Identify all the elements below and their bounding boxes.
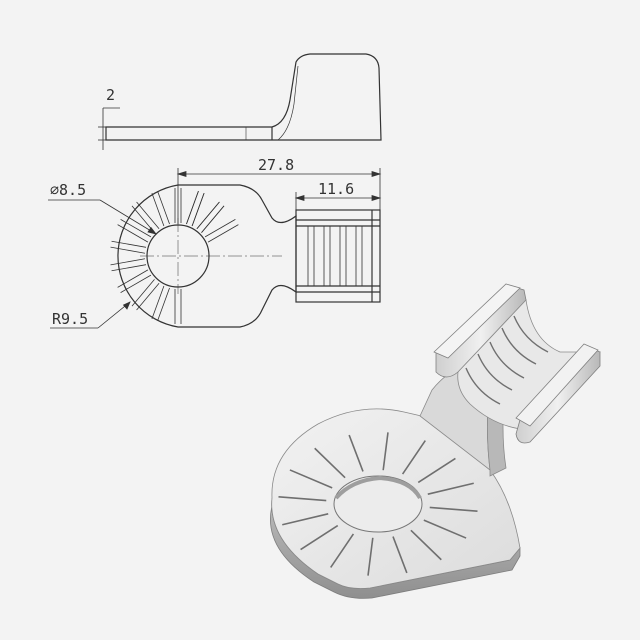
- barrel-serration: [465, 367, 501, 405]
- iso-serrations: [278, 432, 478, 576]
- iso-serration-line: [423, 519, 467, 539]
- iso-serration-line: [330, 533, 355, 568]
- serration-line: [117, 224, 149, 243]
- barrel-serration: [501, 327, 537, 365]
- barrel-length-label: 11.6: [318, 180, 354, 198]
- serration-line: [151, 285, 165, 320]
- iso-serration-line: [282, 513, 329, 526]
- serration-line: [120, 219, 152, 238]
- iso-serration-line: [314, 447, 346, 479]
- isometric-view: [270, 283, 601, 599]
- barrel-serration: [513, 315, 549, 353]
- barrel-right-top: [515, 343, 599, 427]
- side-view: [105, 53, 382, 141]
- ring-radius-label: R9.5: [52, 310, 88, 328]
- serration-line: [110, 246, 146, 254]
- serration-line: [131, 279, 155, 307]
- serration-line: [157, 287, 170, 322]
- barrel-left-wall: [435, 285, 527, 378]
- hole-diameter-label: ⌀8.5: [50, 181, 86, 199]
- arrow-head: [176, 170, 187, 178]
- arrow-head: [294, 194, 305, 202]
- arrow-head: [147, 226, 158, 235]
- side-view-barrel-inner: [277, 65, 299, 141]
- ring-hole: [333, 475, 423, 533]
- iso-serration-line: [300, 524, 339, 551]
- barrel-length-dimension: [294, 192, 382, 210]
- iso-serration-line: [392, 536, 408, 574]
- leader-line: [99, 199, 157, 235]
- iso-serration-line: [410, 529, 442, 561]
- barrel-trough: [457, 299, 601, 431]
- iso-serration-line: [367, 537, 374, 576]
- serration-line: [204, 219, 236, 238]
- serration-line: [110, 258, 146, 266]
- overall-length-dimension: [176, 168, 382, 224]
- iso-serration-line: [289, 469, 333, 489]
- top-view: [110, 184, 381, 328]
- serration-line: [136, 201, 160, 230]
- serration-line: [196, 201, 220, 230]
- serration-line: [136, 282, 160, 311]
- iso-serration-line: [401, 440, 426, 475]
- ring-hole-wall: [334, 475, 422, 500]
- thickness-label: 2: [106, 86, 115, 104]
- arrow-head: [371, 170, 382, 178]
- iso-serration-line: [417, 457, 456, 484]
- iso-serration-line: [278, 496, 327, 502]
- ring-radius-leader: [50, 301, 131, 329]
- iso-serration-line: [429, 506, 478, 512]
- serration-line: [201, 205, 225, 233]
- serration-line: [111, 240, 147, 248]
- thickness-dimension: [98, 107, 120, 150]
- arrow-head: [122, 301, 131, 310]
- barrel-iso-serrations: [465, 315, 549, 405]
- serration-line: [186, 190, 199, 225]
- iso-serration-line: [427, 482, 474, 495]
- iso-serration-line: [348, 434, 364, 472]
- barrel-left-top: [433, 283, 521, 359]
- barrel-serrations: [307, 226, 363, 286]
- ring-outline: [117, 184, 297, 328]
- barrel-serration: [477, 353, 513, 391]
- barrel-serration: [489, 341, 525, 379]
- serration-line: [120, 274, 152, 293]
- serration-line: [111, 264, 147, 272]
- iso-serration-line: [382, 432, 389, 471]
- radial-serrations: [110, 188, 239, 324]
- barrel-outline: [295, 209, 381, 303]
- arrow-head: [371, 194, 382, 202]
- hole-diameter-leader: [48, 199, 158, 235]
- overall-length-label: 27.8: [258, 156, 294, 174]
- side-view-outline: [105, 53, 382, 141]
- serration-line: [191, 192, 205, 227]
- serration-line: [157, 190, 170, 225]
- serration-line: [207, 224, 239, 243]
- serration-line: [117, 269, 149, 288]
- serration-line: [151, 192, 165, 227]
